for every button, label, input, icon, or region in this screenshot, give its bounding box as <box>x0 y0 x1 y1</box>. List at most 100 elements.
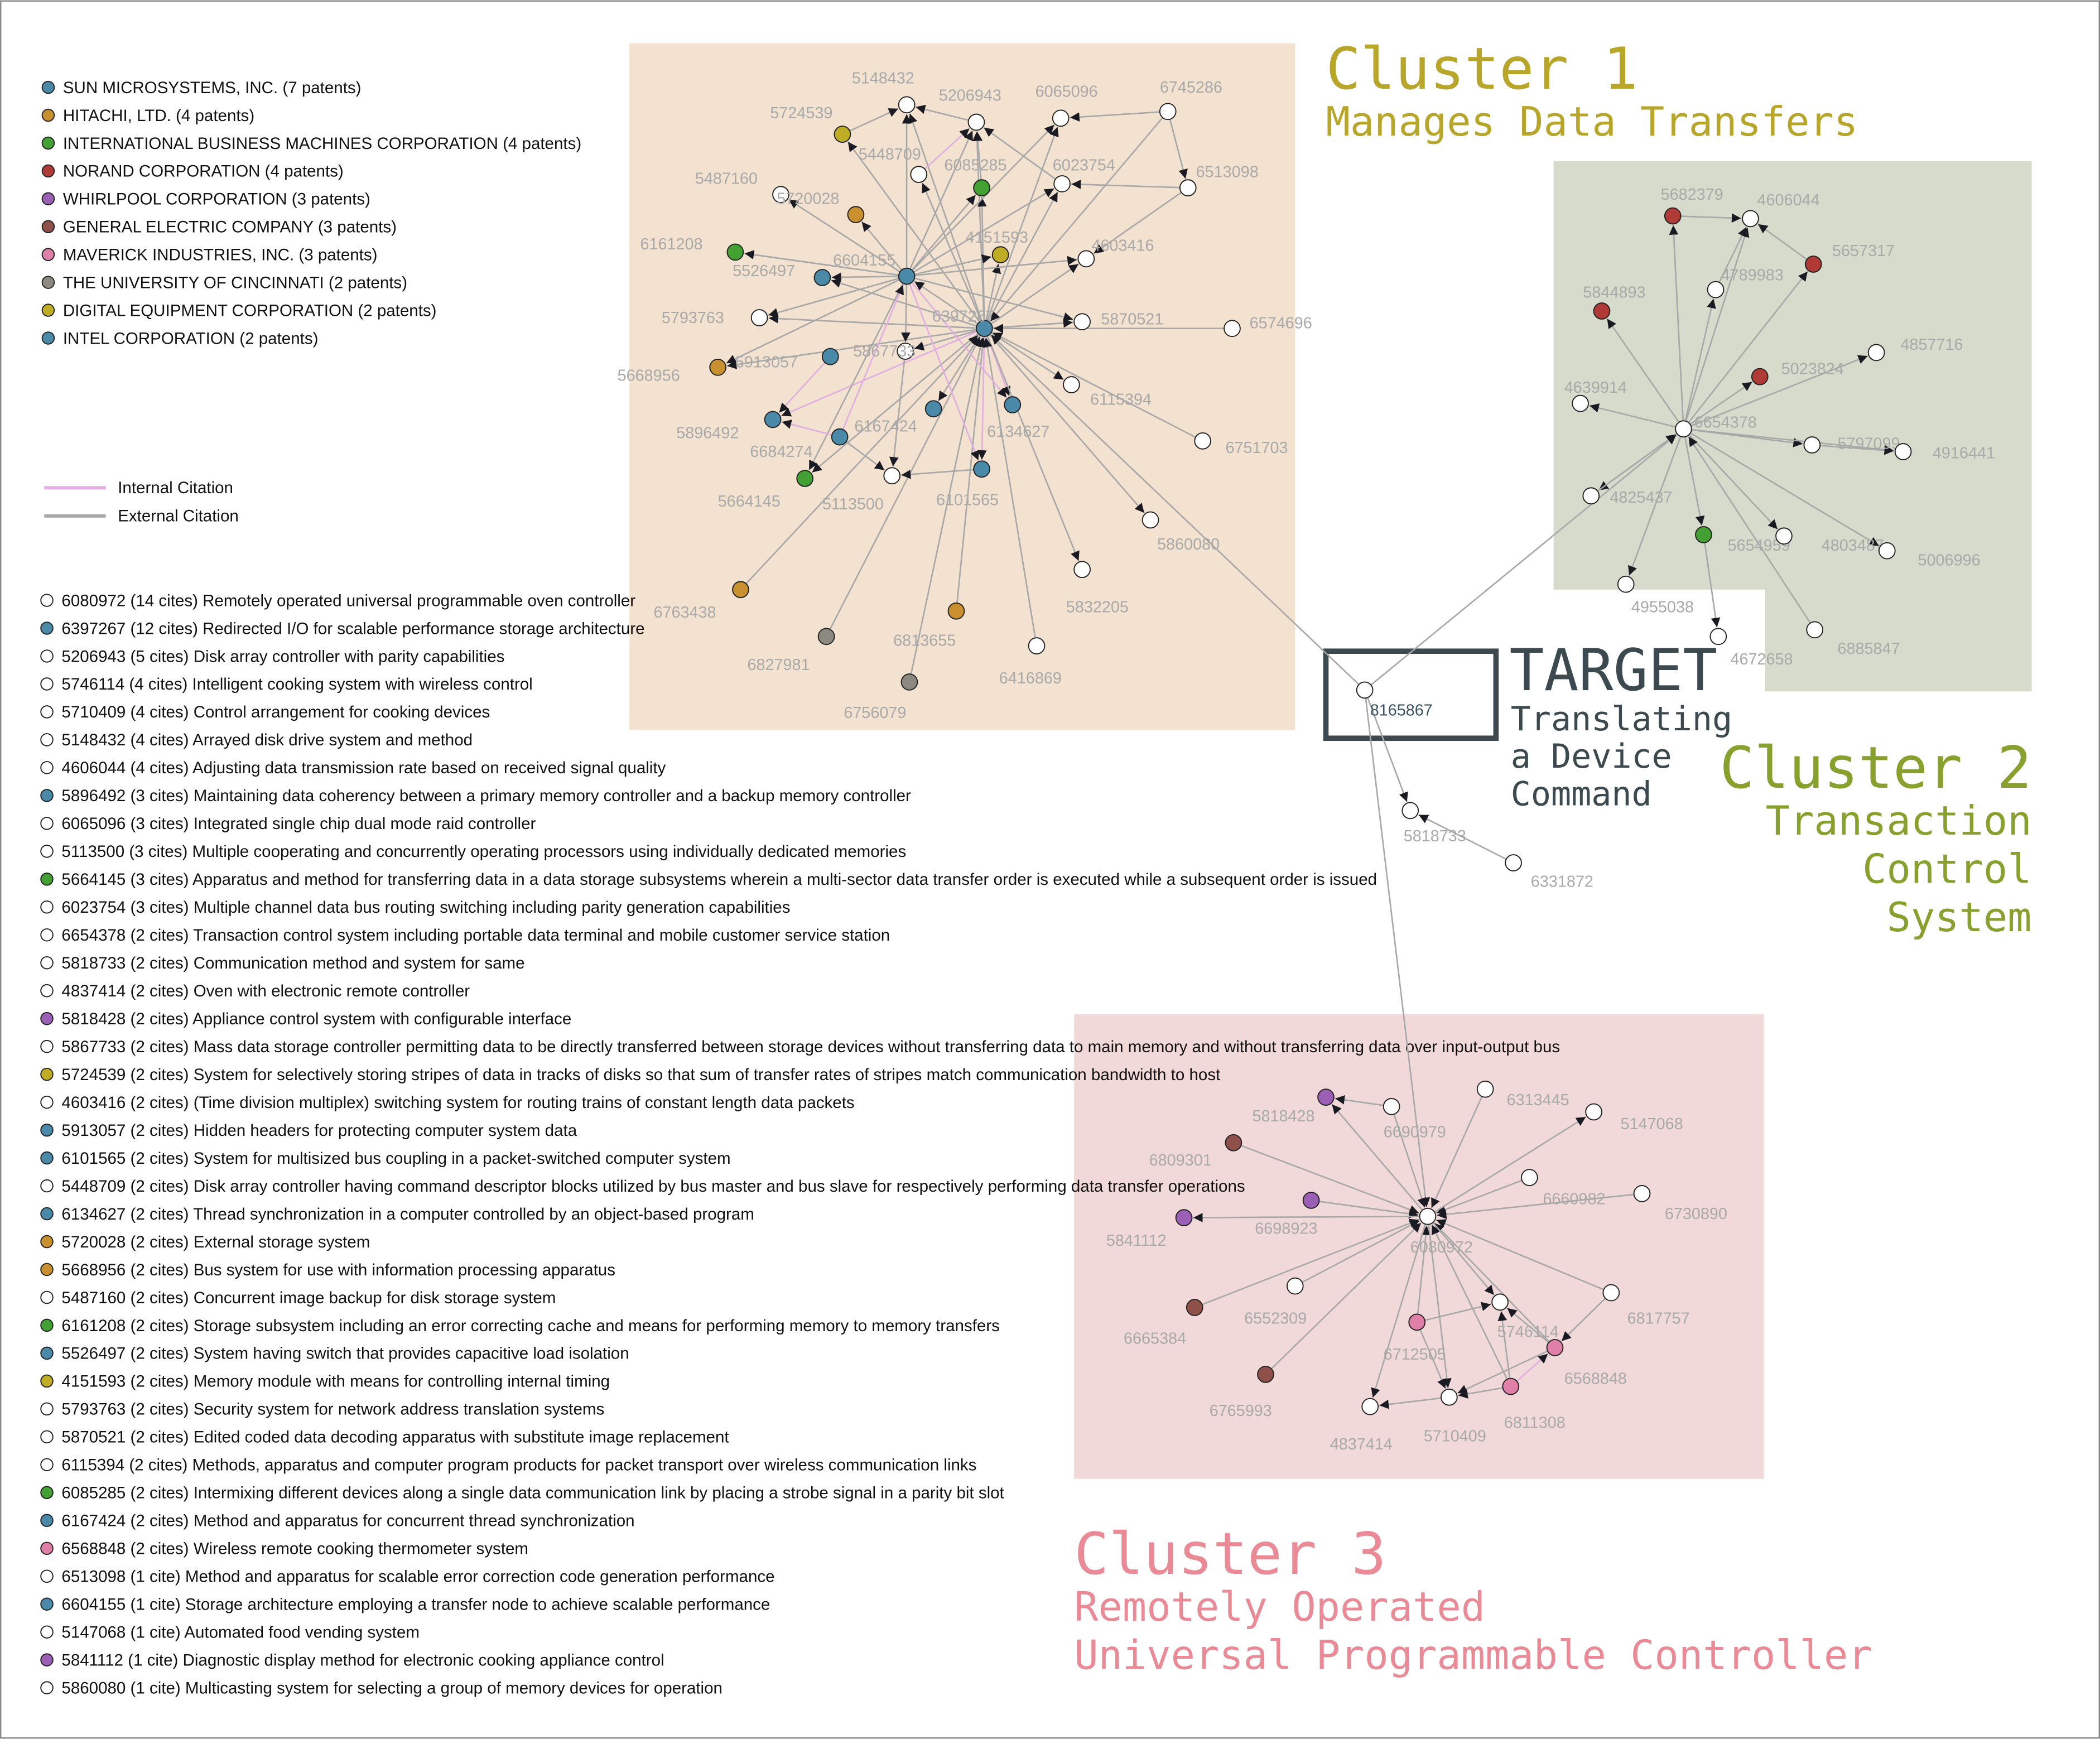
patent-node[interactable]: 5818428 <box>1252 1088 1335 1125</box>
patent-node-circle[interactable] <box>883 467 901 485</box>
patent-node-circle[interactable] <box>1159 103 1177 121</box>
patent-node-circle[interactable] <box>1179 179 1197 197</box>
patent-node[interactable]: 6817757 <box>1602 1284 1690 1328</box>
patent-node-circle[interactable] <box>1582 487 1600 505</box>
patent-node[interactable]: 5870521 <box>1073 310 1163 331</box>
patent-node[interactable]: 6756079 <box>844 673 918 722</box>
patent-node[interactable]: 6604155 <box>833 252 916 285</box>
patent-node-circle[interactable] <box>817 628 835 645</box>
patent-node-circle[interactable] <box>1664 207 1682 225</box>
patent-node[interactable]: 5657317 <box>1804 242 1895 273</box>
patent-node-circle[interactable] <box>1546 1339 1564 1356</box>
patent-node-circle[interactable] <box>976 320 993 338</box>
patent-node-circle[interactable] <box>991 246 1009 264</box>
patent-node[interactable]: 6065096 <box>1035 83 1098 127</box>
patent-node[interactable]: 6660982 <box>1521 1169 1606 1208</box>
patent-node[interactable]: 6568848 <box>1546 1339 1627 1388</box>
patent-node[interactable]: 5023824 <box>1751 360 1844 386</box>
patent-node[interactable]: 5113500 <box>822 467 901 513</box>
patent-node-circle[interactable] <box>1894 443 1912 460</box>
patent-node[interactable]: 5006996 <box>1878 542 1981 570</box>
patent-node-circle[interactable] <box>813 269 831 286</box>
patent-node[interactable]: 6331872 <box>1505 854 1593 891</box>
patent-node-circle[interactable] <box>1878 542 1896 560</box>
patent-node[interactable]: 6313445 <box>1476 1080 1569 1109</box>
patent-node-circle[interactable] <box>1383 1098 1400 1115</box>
patent-node-circle[interactable] <box>973 179 990 197</box>
patent-node[interactable]: 6552309 <box>1244 1277 1307 1328</box>
patent-node-circle[interactable] <box>1225 1134 1242 1152</box>
patent-node[interactable]: 8165867 <box>1356 681 1433 719</box>
patent-node[interactable]: 6745286 <box>1159 79 1222 121</box>
patent-node[interactable]: 6809301 <box>1149 1134 1242 1169</box>
patent-node-circle[interactable] <box>726 243 744 261</box>
patent-node[interactable]: 5841112 <box>1106 1209 1193 1250</box>
patent-node-circle[interactable] <box>1505 854 1522 871</box>
patent-node[interactable]: 5448709 <box>859 146 928 183</box>
patent-node[interactable]: 6698923 <box>1255 1192 1320 1237</box>
patent-node-circle[interactable] <box>1361 1398 1379 1415</box>
patent-node-circle[interactable] <box>1052 109 1070 127</box>
patent-node-circle[interactable] <box>764 411 782 428</box>
patent-node-circle[interactable] <box>967 113 985 131</box>
patent-node[interactable]: 6885847 <box>1806 621 1900 658</box>
patent-node-circle[interactable] <box>796 470 814 487</box>
patent-node[interactable]: 5147068 <box>1585 1103 1683 1134</box>
patent-node[interactable]: 6665384 <box>1124 1299 1203 1347</box>
patent-node[interactable]: 6080972 <box>1410 1207 1473 1256</box>
patent-node-circle[interactable] <box>1602 1284 1620 1302</box>
patent-node-circle[interactable] <box>1401 802 1419 820</box>
patent-node[interactable]: 6513098 <box>1179 163 1259 197</box>
patent-node-circle[interactable] <box>973 460 990 478</box>
patent-node-circle[interactable] <box>831 428 849 446</box>
patent-node[interactable]: 5793763 <box>662 309 768 327</box>
patent-node[interactable]: 4606044 <box>1742 191 1820 228</box>
patent-node[interactable]: 5664145 <box>718 470 814 510</box>
patent-node-circle[interactable] <box>947 602 965 620</box>
patent-node[interactable]: 6690979 <box>1383 1098 1446 1141</box>
patent-node-circle[interactable] <box>1593 302 1611 320</box>
patent-node-circle[interactable] <box>1867 344 1885 362</box>
patent-node[interactable]: 5867733 <box>853 343 916 360</box>
patent-node-circle[interactable] <box>1073 313 1091 331</box>
patent-node-circle[interactable] <box>897 343 914 360</box>
patent-node[interactable]: 6416869 <box>999 637 1062 687</box>
patent-node[interactable]: 4803487 <box>1775 527 1884 555</box>
patent-node-circle[interactable] <box>1440 1388 1458 1406</box>
patent-node[interactable]: 6751703 <box>1194 432 1288 457</box>
patent-node[interactable]: 6684274 <box>750 428 849 461</box>
patent-node[interactable]: 4639914 <box>1564 379 1627 412</box>
patent-node[interactable]: 6134627 <box>987 396 1049 441</box>
patent-node-circle[interactable] <box>834 126 851 143</box>
patent-node-circle[interactable] <box>1806 621 1824 639</box>
patent-node[interactable]: 4955038 <box>1617 575 1694 616</box>
patent-node-circle[interactable] <box>1194 432 1212 450</box>
patent-node-circle[interactable] <box>847 206 865 224</box>
patent-node[interactable]: 6397267 <box>932 308 995 338</box>
patent-node-circle[interactable] <box>1356 681 1374 699</box>
patent-node-circle[interactable] <box>1502 1377 1520 1395</box>
patent-node-circle[interactable] <box>1141 511 1159 529</box>
patent-node-circle[interactable] <box>1804 256 1822 273</box>
patent-node-circle[interactable] <box>1751 368 1769 386</box>
patent-node[interactable]: 6712505 <box>1384 1313 1446 1364</box>
patent-node[interactable]: 5710409 <box>1424 1388 1486 1446</box>
patent-node-circle[interactable] <box>1675 420 1692 438</box>
patent-node-circle[interactable] <box>1476 1080 1494 1098</box>
patent-node-circle[interactable] <box>1742 210 1759 228</box>
patent-node[interactable]: 6574696 <box>1224 315 1312 338</box>
patent-node-circle[interactable] <box>1053 175 1071 192</box>
patent-node[interactable]: 5682379 <box>1661 186 1723 225</box>
patent-node-circle[interactable] <box>1004 396 1022 413</box>
patent-node[interactable]: 5526497 <box>733 262 831 286</box>
patent-node[interactable]: 4857716 <box>1867 336 1963 362</box>
patent-node-circle[interactable] <box>1709 628 1727 645</box>
patent-node[interactable]: 5487160 <box>695 170 789 204</box>
patent-node-circle[interactable] <box>1419 1207 1437 1225</box>
patent-node-circle[interactable] <box>1408 1313 1426 1331</box>
patent-node-circle[interactable] <box>1585 1103 1602 1121</box>
patent-node-circle[interactable] <box>1617 575 1635 593</box>
patent-node[interactable]: 4825437 <box>1582 487 1673 507</box>
patent-node[interactable]: 6654378 <box>1675 413 1757 438</box>
patent-node[interactable]: 4916441 <box>1894 443 1995 463</box>
